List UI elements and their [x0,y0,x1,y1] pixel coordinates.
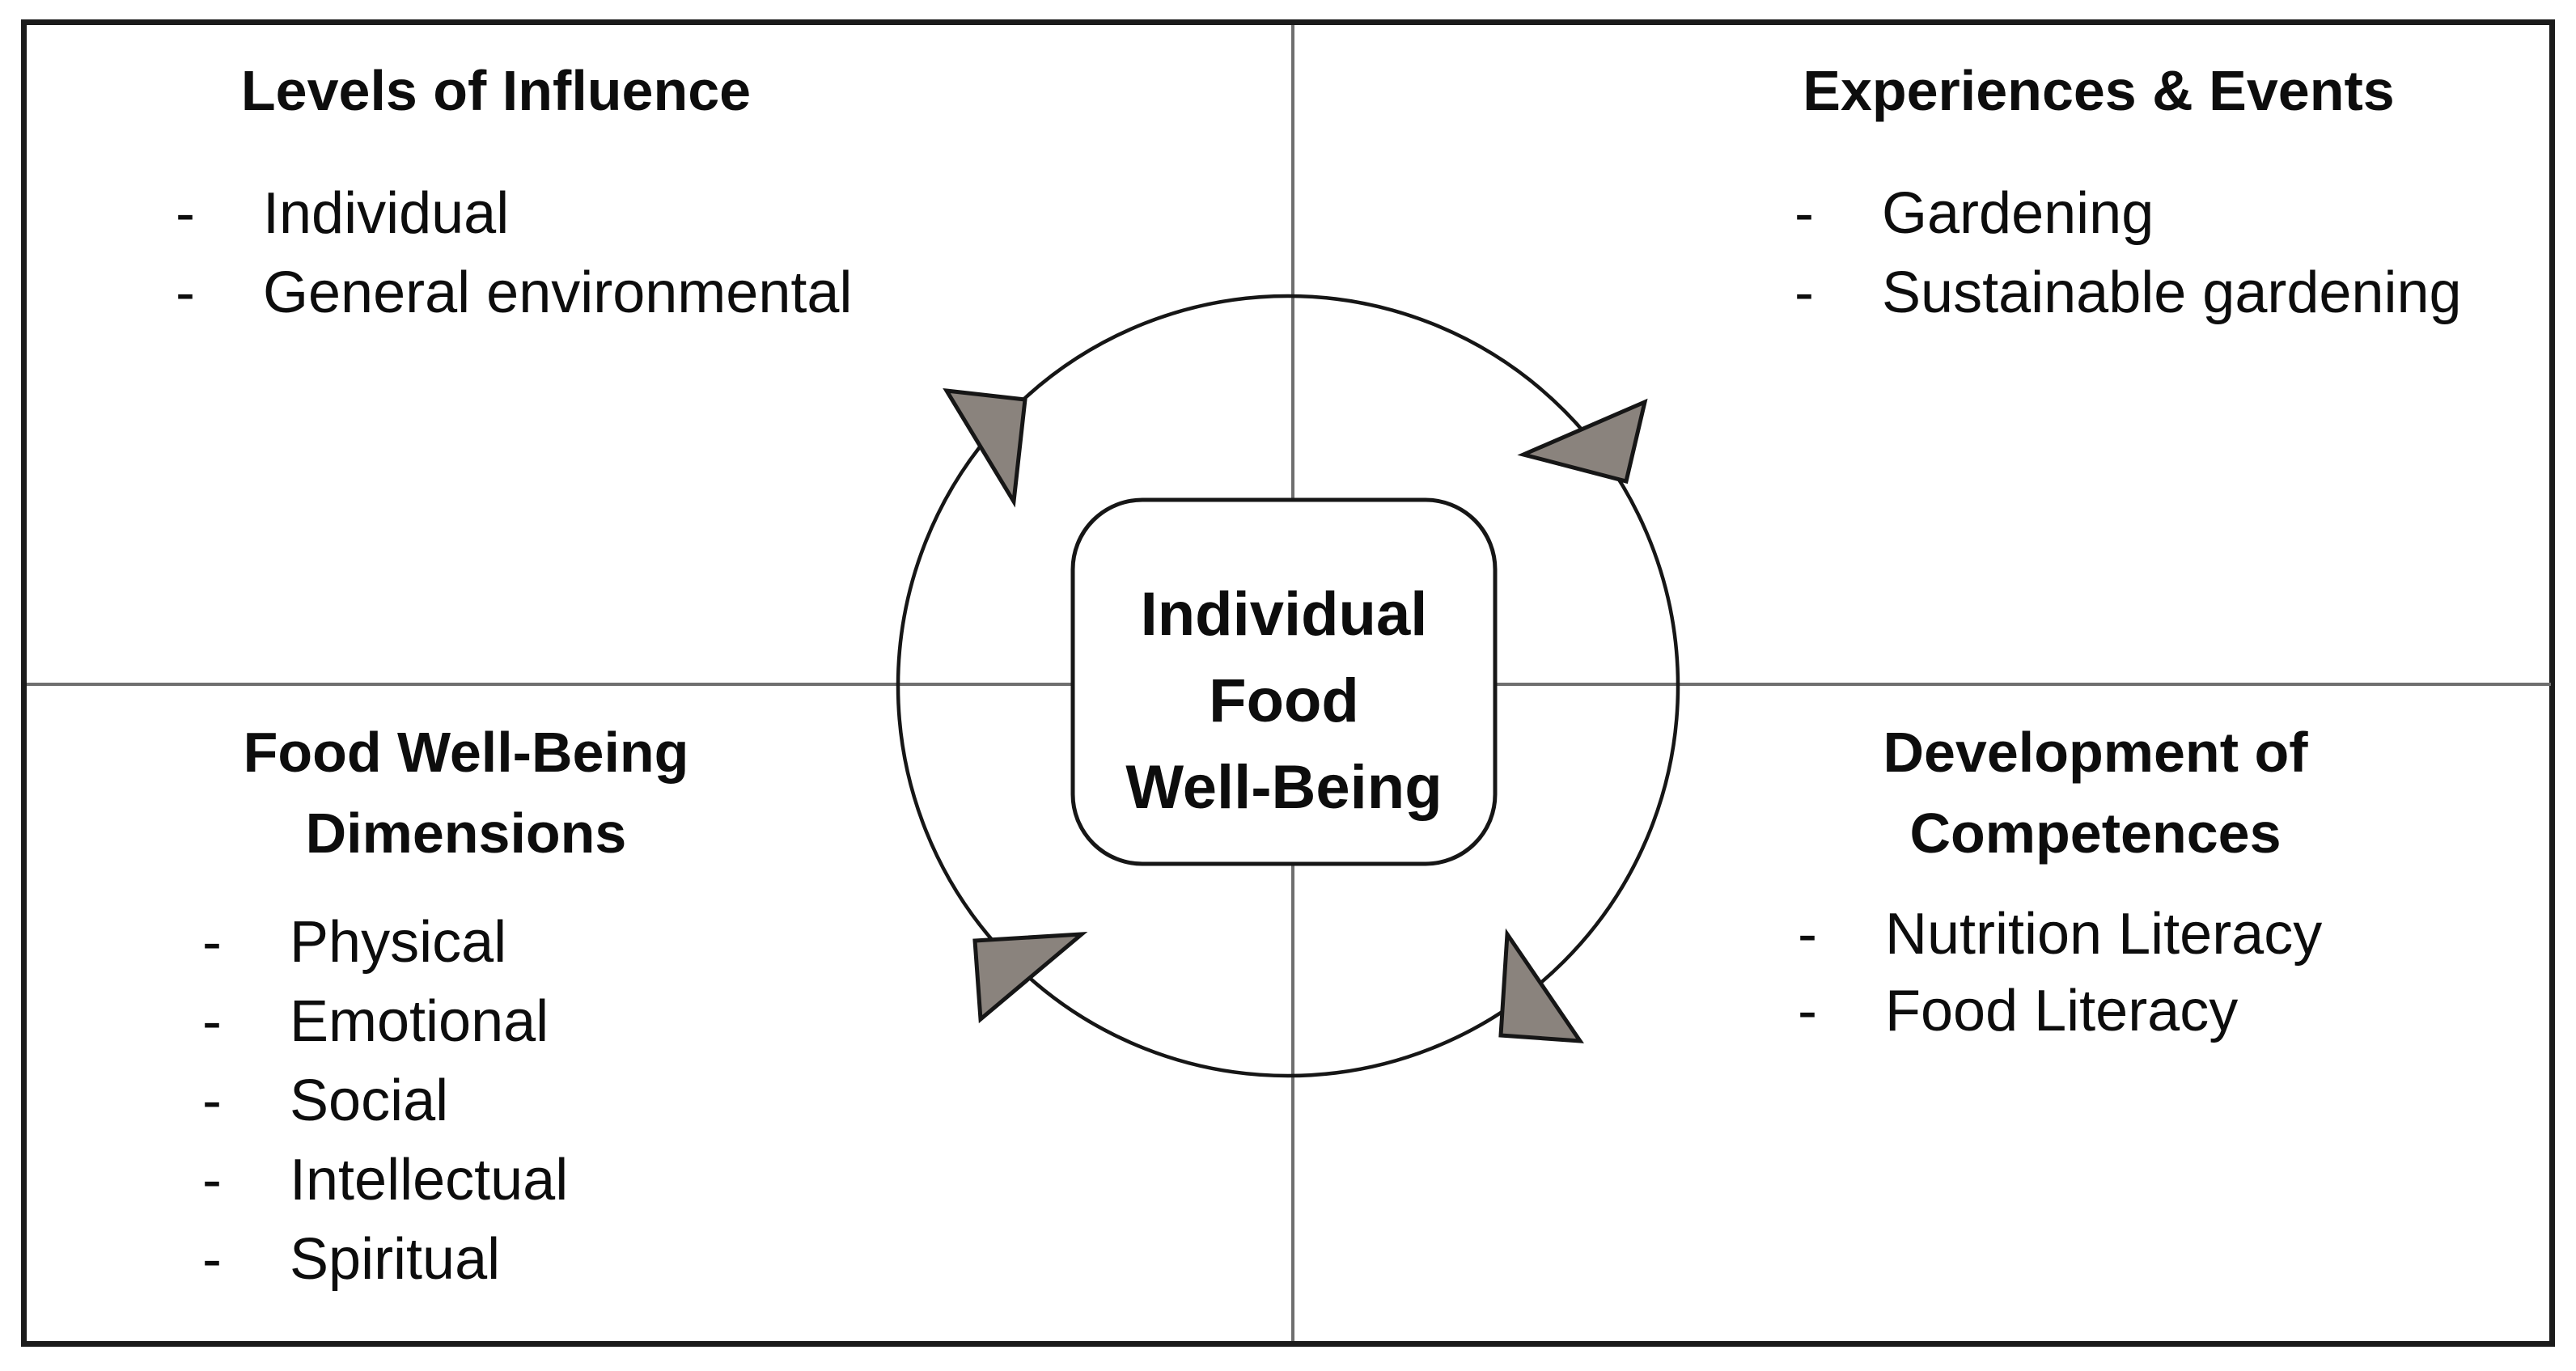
cycle-arrow-bottom-left [972,932,1088,1024]
quadrant-title-development-of-competences: Development of Competences [1691,712,2500,874]
center-label: Individual Food Well-Being [1073,500,1495,864]
cycle-arrow-top-left [943,387,1027,508]
bullet-dash: - [1798,979,1817,1043]
cycle-arrow-top-right [1517,398,1648,485]
list-item: - Intellectual [202,1149,568,1212]
quadrant-title-levels-of-influence: Levels of Influence [91,61,900,120]
bullet-dash: - [202,1148,222,1212]
list-item-label: Individual [263,181,510,246]
center-label-line: Well-Being [1125,752,1443,822]
list-item-label: Spiritual [290,1227,501,1292]
bullet-dash: - [1794,260,1814,325]
list-item-label: Emotional [290,989,549,1054]
cycle-circle [896,294,1680,1078]
list-item: - Emotional [202,990,549,1053]
list-item-label: General environmental [263,260,853,325]
list-item: - Gardening [1794,182,2154,245]
quadrant-title-experiences-events: Experiences & Events [1694,61,2503,120]
list-item-label: Sustainable gardening [1882,260,2462,325]
title-line: Development of [1883,721,2308,784]
title-line: Dimensions [305,802,627,865]
list-item-label: Food Literacy [1885,979,2239,1043]
center-label-line: Individual [1140,579,1428,649]
bullet-dash: - [202,989,222,1054]
bullet-dash: - [202,910,222,975]
bullet-dash: - [1798,902,1817,967]
list-item: - Sustainable gardening [1794,261,2462,324]
bullet-dash: - [202,1227,222,1292]
center-box [1070,497,1498,866]
bullet-dash: - [176,260,195,325]
list-item: - Food Literacy [1798,980,2238,1043]
bullet-dash: - [176,181,195,246]
list-item-label: Physical [290,910,507,975]
title-line: Experiences & Events [1803,59,2395,122]
list-item-label: Nutrition Literacy [1885,902,2323,967]
list-item: - Individual [176,182,509,245]
list-item: - Nutrition Literacy [1798,903,2322,966]
list-item: - Social [202,1069,448,1132]
list-item-label: Social [290,1068,449,1133]
outer-border [21,19,2555,1347]
list-item-label: Intellectual [290,1148,569,1212]
list-item: - General environmental [176,261,852,324]
center-label-line: Food [1209,666,1359,735]
bullet-dash: - [202,1068,222,1133]
list-item: - Spiritual [202,1228,500,1291]
cycle-arrow-bottom-right [1498,928,1584,1043]
bullet-dash: - [1794,181,1814,246]
list-item-label: Gardening [1882,181,2154,246]
list-item: - Physical [202,911,506,974]
title-line: Levels of Influence [240,59,752,122]
title-line: Food Well-Being [243,721,689,784]
quadrant-title-food-well-being-dimensions: Food Well-Being Dimensions [61,712,871,874]
title-line: Competences [1909,802,2282,865]
